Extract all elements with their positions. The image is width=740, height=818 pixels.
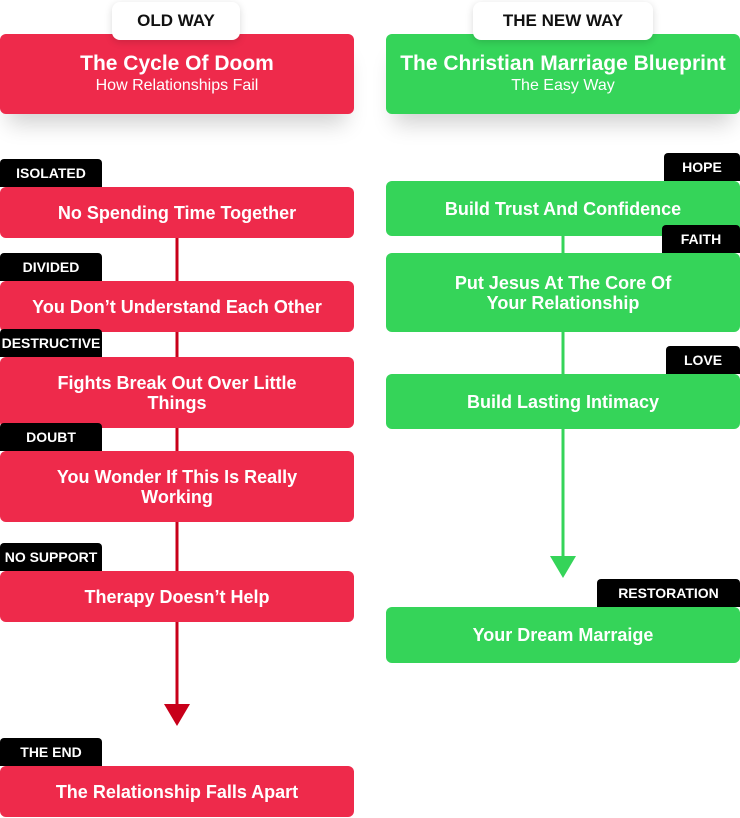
- new-way-header: The Christian Marriage Blueprint The Eas…: [386, 34, 740, 114]
- old-step-label: ISOLATED: [0, 159, 102, 187]
- old-way-tab: OLD WAY: [112, 2, 240, 40]
- new-step-box: Your Dream Marraige: [386, 607, 740, 663]
- new-way-title: The Christian Marriage Blueprint: [400, 52, 726, 75]
- old-step-box: You Don’t Understand Each Other: [0, 281, 354, 332]
- old-step-label: DIVIDED: [0, 253, 102, 281]
- new-arrowhead: [550, 556, 576, 578]
- new-step-label: LOVE: [666, 346, 740, 374]
- old-step-box: No Spending Time Together: [0, 187, 354, 238]
- new-way-tab: THE NEW WAY: [473, 2, 653, 40]
- old-step-box: Fights Break Out Over Little Things: [0, 357, 354, 428]
- new-step-box: Build Lasting Intimacy: [386, 374, 740, 429]
- old-step-box: The Relationship Falls Apart: [0, 766, 354, 817]
- old-step-label: NO SUPPORT: [0, 543, 102, 571]
- old-way-subtitle: How Relationships Fail: [95, 77, 259, 94]
- old-step-box: You Wonder If This Is Really Working: [0, 451, 354, 522]
- old-step-label: DOUBT: [0, 423, 102, 451]
- old-step-label: DESTRUCTIVE: [0, 329, 102, 357]
- old-step-box: Therapy Doesn’t Help: [0, 571, 354, 622]
- old-arrowhead: [164, 704, 190, 726]
- new-step-box: Put Jesus At The Core Of Your Relationsh…: [386, 253, 740, 332]
- new-step-label: HOPE: [664, 153, 740, 181]
- old-way-header: The Cycle Of Doom How Relationships Fail: [0, 34, 354, 114]
- new-way-subtitle: The Easy Way: [511, 77, 615, 94]
- old-step-label: THE END: [0, 738, 102, 766]
- new-step-label: FAITH: [662, 225, 740, 253]
- new-step-label: RESTORATION: [597, 579, 740, 607]
- old-way-title: The Cycle Of Doom: [80, 52, 274, 75]
